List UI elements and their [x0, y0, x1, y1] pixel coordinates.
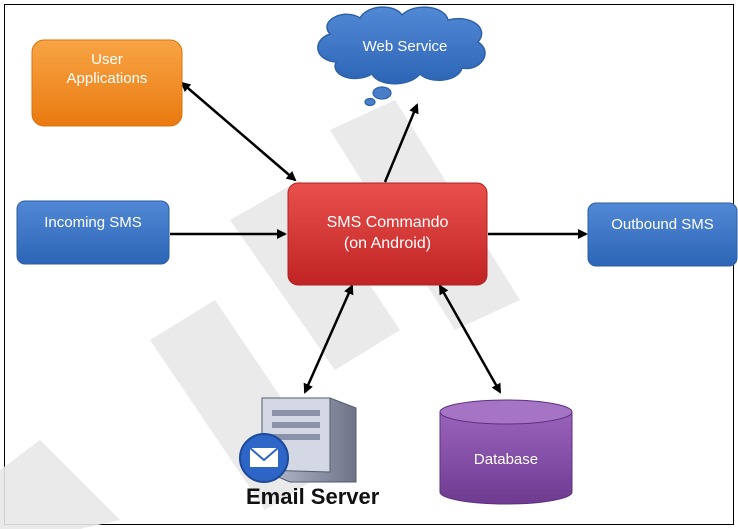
node-user-applications [31, 39, 183, 127]
edge-commando-to-web-service [383, 103, 419, 183]
node-web-service [317, 6, 486, 107]
email-server-label: Email Server [246, 484, 380, 509]
email-server-icon [239, 397, 357, 483]
edge-commando-to-database [438, 284, 502, 394]
node-incoming-sms [16, 200, 170, 265]
node-sms-commando [287, 182, 488, 286]
edge-user-apps-to-commando [180, 81, 297, 182]
node-outbound-sms [587, 202, 738, 267]
edge-commando-to-email [303, 284, 354, 394]
node-database [439, 399, 573, 505]
